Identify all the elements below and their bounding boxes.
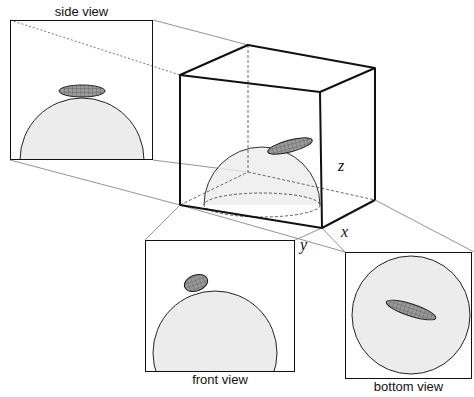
- cube-figure: [180, 45, 375, 263]
- view-caption: bottom view: [346, 379, 471, 394]
- dotted-leader: [10, 20, 180, 75]
- front-view-box: front view: [145, 240, 295, 372]
- x-axis-label: x: [341, 224, 348, 240]
- side-view-box: side view: [10, 20, 153, 160]
- bottom-view-box: bottom view: [345, 252, 472, 379]
- leader-lines: [10, 20, 474, 252]
- view-caption: front view: [146, 372, 294, 387]
- bottom-view-figure: [352, 256, 470, 374]
- side-view-figure: [20, 85, 144, 160]
- view-caption: side view: [11, 4, 152, 19]
- z-axis-label: z: [338, 158, 344, 174]
- y-axis-label: y: [300, 237, 307, 253]
- front-view-figure: [153, 271, 277, 372]
